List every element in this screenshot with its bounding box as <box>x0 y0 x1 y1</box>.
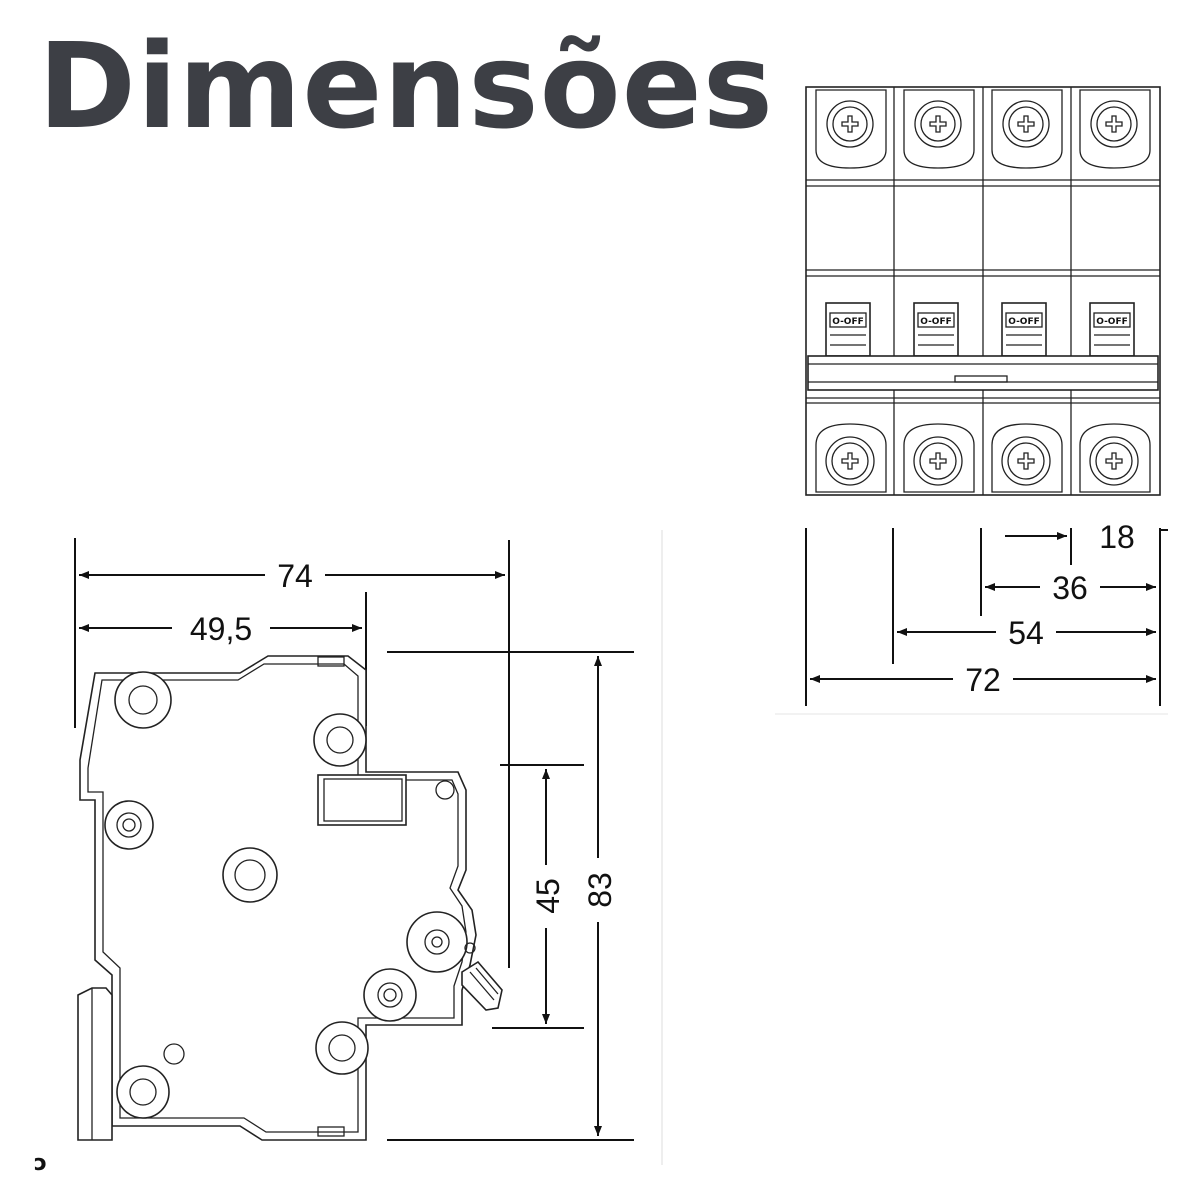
switch-label-2: O-OFF <box>920 317 952 327</box>
top-screw-1 <box>815 89 887 169</box>
dim-label-74: 74 <box>277 558 313 594</box>
toggle-switch-3[interactable]: O-OFF <box>1001 302 1047 357</box>
dim-36: 36 <box>985 570 1156 606</box>
switch-label-1: O-OFF <box>832 317 864 327</box>
top-screw-4 <box>1079 89 1151 169</box>
front-view: O-OFF O-OFF <box>775 86 1168 715</box>
dim-74: 74 <box>79 558 505 594</box>
top-screw-3 <box>991 89 1063 169</box>
dim-45: 45 <box>530 769 566 1024</box>
toggle-handle-bar[interactable] <box>807 355 1159 391</box>
dim-18: 18 <box>1005 519 1135 555</box>
lever-pivot <box>406 911 476 973</box>
terminal-hole-top <box>114 671 172 729</box>
pole-4: O-OFF <box>1079 89 1151 493</box>
rivet-lower-right <box>363 968 417 1022</box>
dim-label-18: 18 <box>1099 519 1135 555</box>
rivet-left <box>104 800 154 850</box>
toggle-switch-1[interactable]: O-OFF <box>825 302 871 357</box>
terminal-hole-bottom <box>116 1065 170 1119</box>
dim-72: 72 <box>810 662 1156 698</box>
dim-label-36: 36 <box>1052 570 1088 606</box>
bottom-screw-3 <box>991 423 1063 493</box>
page-title: Dimensões <box>38 17 774 155</box>
bottom-screw-4 <box>1079 423 1151 493</box>
dim-label-83: 83 <box>582 872 618 908</box>
pole-1: O-OFF <box>815 87 895 495</box>
side-view: 74 49,5 83 45 <box>34 530 663 1176</box>
rivet-center <box>222 847 278 903</box>
toggle-lever <box>461 960 503 1011</box>
terminal-hole-upper-right <box>313 713 367 767</box>
pole-3: O-OFF <box>991 87 1072 495</box>
corner-mark: ɔ <box>34 1151 47 1176</box>
dim-label-72: 72 <box>965 662 1001 698</box>
breaker-side-body <box>77 655 503 1141</box>
bottom-screw-1 <box>815 423 887 493</box>
top-screw-2 <box>903 89 975 169</box>
dim-label-45: 45 <box>530 878 566 914</box>
dim-label-49-5: 49,5 <box>190 611 252 647</box>
bottom-screw-2 <box>903 423 975 493</box>
switch-label-4: O-OFF <box>1096 317 1128 327</box>
dim-49-5: 49,5 <box>79 611 362 647</box>
toggle-switch-4[interactable]: O-OFF <box>1089 302 1135 357</box>
switch-label-3: O-OFF <box>1008 317 1040 327</box>
dim-54: 54 <box>897 615 1156 651</box>
dim-83: 83 <box>582 656 618 1136</box>
dim-label-54: 54 <box>1008 615 1044 651</box>
terminal-hole-lower-right <box>315 1021 369 1075</box>
toggle-switch-2[interactable]: O-OFF <box>913 302 959 357</box>
